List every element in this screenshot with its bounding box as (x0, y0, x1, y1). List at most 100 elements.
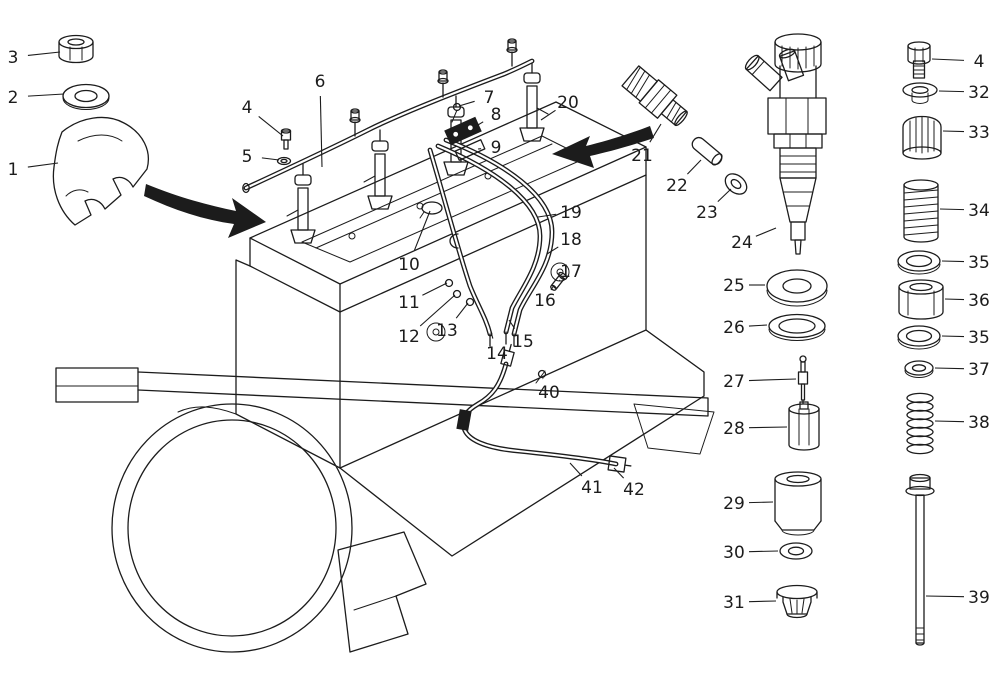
callout-leader-1 (27, 162, 59, 168)
part-washer-37 (904, 360, 934, 378)
callout-label-37: 37 (968, 360, 990, 380)
part-washer-23 (724, 173, 748, 195)
callout-leader-11 (422, 282, 448, 296)
injector-port (778, 48, 805, 82)
part-injector-assembly-24 (744, 33, 827, 255)
callout-label-29: 29 (723, 494, 745, 514)
part-bolt-4r (907, 41, 931, 79)
part-needle-valve-27 (797, 355, 809, 404)
part-nut-3 (58, 34, 94, 64)
pipe-ball (452, 289, 462, 299)
callout-label-35: 35 (968, 253, 990, 273)
callout-label-35: 35 (968, 328, 990, 348)
part-ring-35a (897, 250, 941, 275)
part-stud-39 (905, 473, 935, 646)
callout-leader-4 (931, 58, 965, 61)
pipe-bracket-bolt (550, 271, 568, 291)
drain-union (456, 409, 472, 431)
callout-leader-18 (546, 246, 559, 255)
callout-label-4: 4 (242, 98, 253, 118)
banjo-bolt (349, 108, 361, 137)
callout-leader-34 (939, 208, 965, 211)
callout-leader-14 (490, 331, 494, 339)
part-ring-25 (766, 269, 828, 307)
callout-label-4: 4 (974, 52, 985, 72)
callout-label-14: 14 (486, 344, 508, 364)
callout-leader-35 (941, 335, 965, 338)
callout-label-20: 20 (557, 93, 579, 113)
injector (286, 163, 316, 244)
callout-label-40: 40 (538, 383, 560, 403)
callout-label-27: 27 (723, 372, 745, 392)
part-spring-38 (906, 392, 934, 455)
callout-label-11: 11 (398, 293, 420, 313)
flywheel-housing (111, 403, 427, 653)
callout-leader-42 (613, 467, 625, 479)
high-pressure-pipes (419, 102, 568, 347)
part-washer-30 (779, 542, 813, 560)
pipe-ball (465, 297, 475, 307)
callout-leader-26 (748, 324, 768, 327)
callout-leader-31 (748, 600, 777, 603)
callout-label-19: 19 (560, 203, 582, 223)
callout-leader-4 (258, 115, 284, 137)
callout-label-28: 28 (723, 419, 745, 439)
pipe-fitting (500, 343, 515, 367)
callout-label-25: 25 (723, 276, 745, 296)
callout-leader-23 (717, 188, 732, 203)
callout-label-17: 17 (560, 262, 582, 282)
callout-leader-19 (537, 213, 557, 218)
callout-leader-16 (550, 286, 554, 291)
callout-leader-13 (455, 302, 469, 319)
callout-label-5: 5 (242, 147, 253, 167)
callout-label-30: 30 (723, 543, 745, 563)
callout-label-1: 1 (8, 160, 19, 180)
part-threaded-sleeve-34 (903, 179, 939, 243)
callout-label-34: 34 (968, 201, 990, 221)
injector (519, 61, 549, 142)
callout-leader-15 (508, 319, 516, 329)
mounted-injectors (286, 61, 549, 244)
callout-label-24: 24 (731, 233, 753, 253)
callout-label-16: 16 (534, 291, 556, 311)
callout-leader-8 (472, 121, 484, 129)
part-pin-22 (691, 136, 723, 166)
part-nozzle-body-28 (788, 401, 820, 451)
callout-label-31: 31 (723, 593, 745, 613)
part-clamp-1 (52, 116, 149, 226)
callout-label-8: 8 (491, 105, 502, 125)
part-washer-5 (276, 156, 292, 166)
injector (363, 129, 393, 210)
part-nozzle-nut-29 (774, 471, 822, 536)
callout-label-3: 3 (8, 48, 19, 68)
pipe-loop-clamp (449, 233, 459, 249)
callout-leader-27 (748, 378, 797, 382)
part-cap-nut-33 (902, 115, 942, 160)
callout-label-26: 26 (723, 318, 745, 338)
callout-leader-37 (934, 367, 965, 370)
drain-bolt (537, 369, 547, 379)
banjo-bolt (437, 69, 449, 98)
callout-label-32: 32 (968, 83, 990, 103)
callout-label-9: 9 (491, 138, 502, 158)
union-block (444, 116, 482, 146)
callout-label-33: 33 (968, 123, 990, 143)
drain-pipes (456, 343, 632, 473)
callout-leader-20 (540, 109, 556, 121)
callout-leader-22 (686, 159, 702, 175)
callout-label-18: 18 (560, 230, 582, 250)
callout-label-13: 13 (436, 321, 458, 341)
callout-leader-32 (938, 90, 965, 93)
callout-label-41: 41 (581, 478, 603, 498)
callout-leader-6 (319, 95, 323, 168)
leak-off-rail-pipe (242, 38, 535, 194)
part-union-fitting-21 (621, 65, 688, 127)
callout-leader-10 (414, 210, 431, 251)
pipe-clamp (421, 201, 443, 215)
part-cap-31 (776, 584, 818, 619)
callout-leader-3 (27, 51, 61, 56)
callout-leader-12 (419, 294, 456, 327)
callout-label-6: 6 (315, 72, 326, 92)
